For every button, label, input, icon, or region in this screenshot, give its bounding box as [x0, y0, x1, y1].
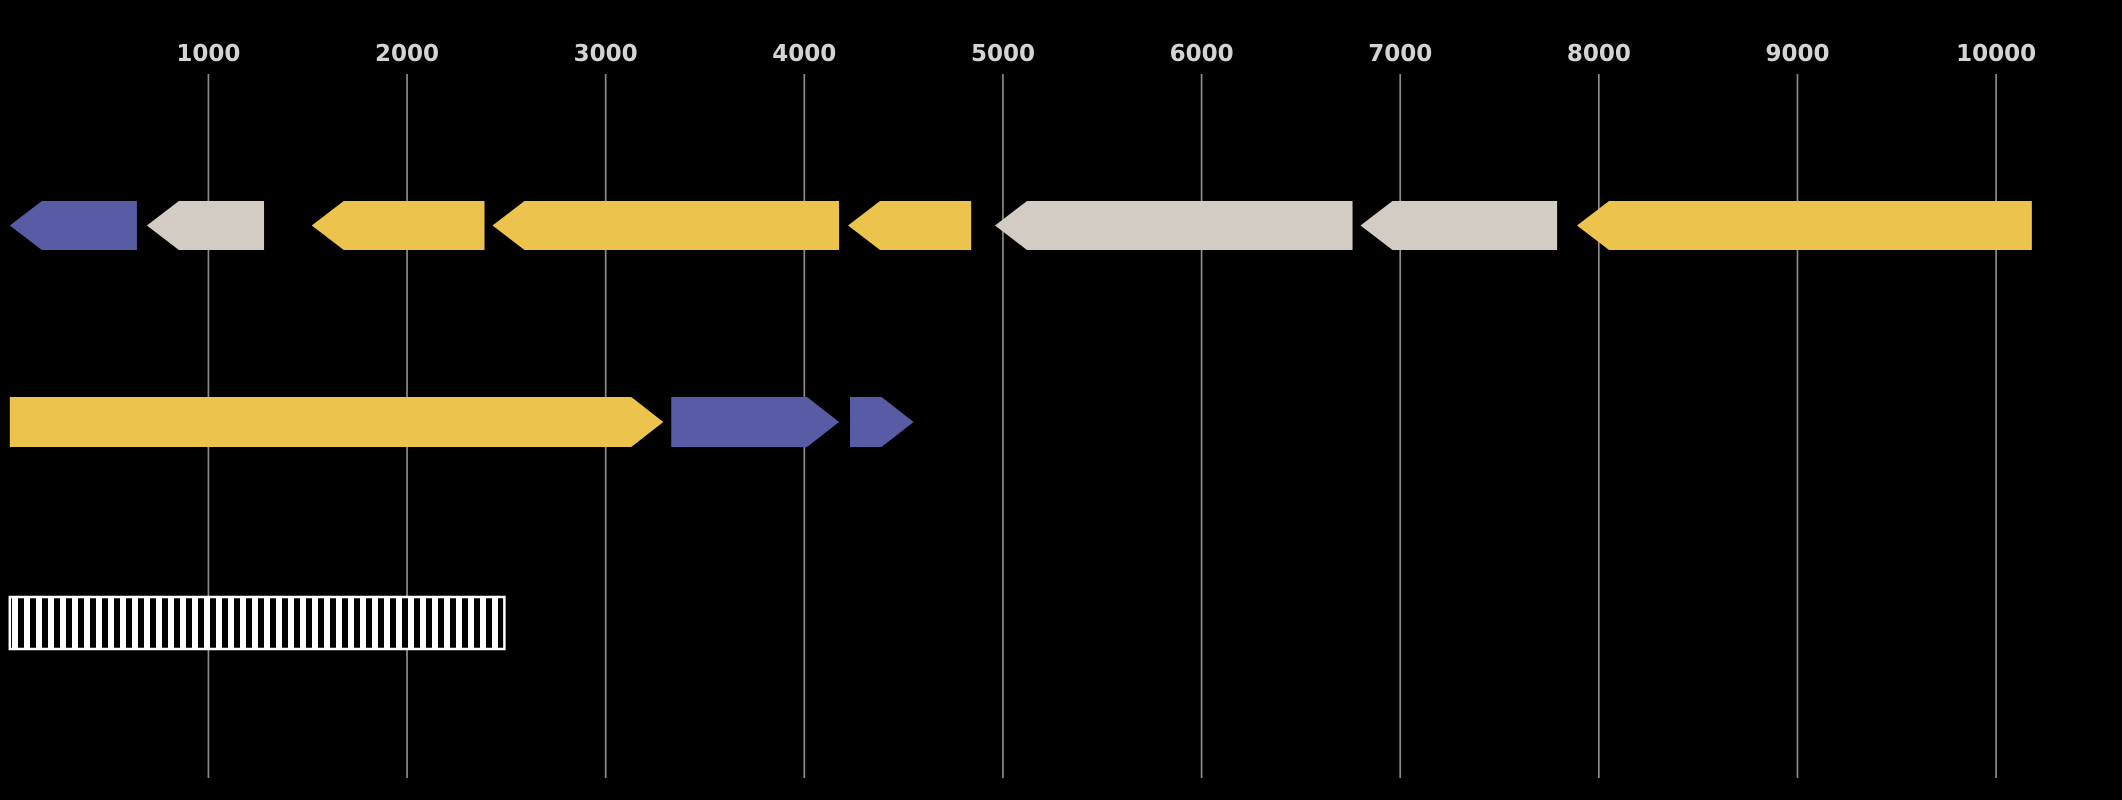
gene-feature-arrow-left — [492, 201, 840, 250]
axis-tick-label: 3000 — [574, 41, 638, 67]
gene-feature-arrow-left — [146, 201, 265, 250]
axis-tick-label: 5000 — [971, 41, 1035, 67]
feature-track-3 — [8, 595, 506, 651]
gene-feature-arrow-right — [850, 397, 914, 447]
gene-feature-arrow-right — [9, 397, 664, 447]
feature-track-1 — [9, 201, 2032, 250]
axis-tick-label: 7000 — [1368, 41, 1432, 67]
gene-feature-arrow-left — [1576, 201, 2032, 250]
gene-feature-arrow-left — [995, 201, 1353, 250]
hatched-region — [8, 595, 506, 651]
axis-gridlines — [207, 74, 1997, 778]
axis-tick-label: 4000 — [772, 41, 836, 67]
feature-tracks — [8, 201, 2032, 651]
gene-feature-arrow-left — [848, 201, 972, 250]
gene-feature-arrow-right — [671, 397, 840, 447]
axis-tick-label: 1000 — [176, 41, 240, 67]
gene-feature-arrow-left — [311, 201, 485, 250]
axis-tick-label: 2000 — [375, 41, 439, 67]
gene-feature-arrow-left — [9, 201, 137, 250]
gene-feature-arrow-left — [1360, 201, 1558, 250]
feature-track-2 — [9, 397, 914, 447]
axis-tick-label: 6000 — [1170, 41, 1234, 67]
axis-tick-label: 9000 — [1765, 41, 1829, 67]
axis-tick-labels: 1000 2000 3000 4000 5000 6000 7000 8000 9000 1000… — [176, 41, 2036, 67]
axis-tick-label: 8000 — [1567, 41, 1631, 67]
axis-tick-label: 10000 — [1956, 41, 2036, 67]
